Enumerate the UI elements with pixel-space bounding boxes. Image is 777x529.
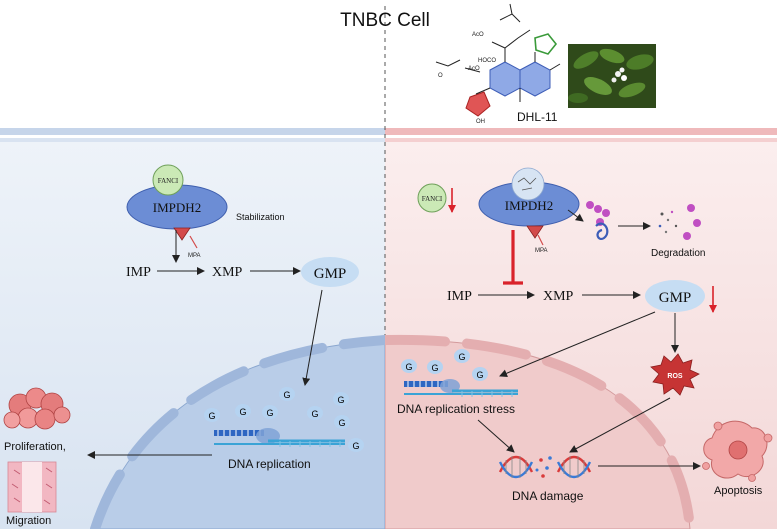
cell-membrane-left: [0, 128, 385, 142]
svg-text:OH: OH: [476, 119, 485, 125]
diagram-title: TNBC Cell: [340, 10, 430, 31]
plant-photo: [568, 44, 656, 108]
svg-text:AcO: AcO: [472, 32, 484, 38]
g-nucleotides-left: G G G G G G G G: [204, 387, 364, 452]
migration-assay-image: [7, 461, 57, 513]
dhl11-structure: [435, 3, 561, 117]
gmp-node-right: [645, 280, 705, 312]
mpa-label-right: MPA: [535, 248, 548, 254]
arrow-gmp-to-replication-stress: [499, 311, 656, 378]
mpa-pointer-right: [537, 234, 544, 246]
svg-text:G: G: [405, 362, 412, 372]
degradation-label: Degradation: [651, 248, 705, 259]
migration-label: Migration: [6, 515, 51, 527]
mpa-binder-left: [173, 227, 191, 241]
gmp-label-left: GMP: [314, 266, 347, 282]
g-nucleotide: G: [472, 367, 488, 381]
g-nucleotide: G: [401, 359, 417, 373]
dna-replication-label: DNA replication: [228, 457, 311, 471]
svg-text:G: G: [476, 370, 483, 380]
xmp-label-right: XMP: [543, 289, 574, 304]
fanci-label-left: FANCI: [158, 177, 179, 185]
dhl11-bound-molecule: [517, 177, 537, 191]
svg-text:G: G: [337, 395, 344, 405]
g-nucleotide: G: [454, 349, 470, 363]
dna-damage-label: DNA damage: [512, 489, 584, 503]
svg-text:G: G: [338, 418, 345, 428]
apoptosis-label: Apoptosis: [714, 485, 763, 497]
impdh2-label-left: IMPDH2: [153, 200, 201, 215]
g-nucleotide: G: [334, 415, 350, 429]
dna-replication-stress-label: DNA replication stress: [397, 402, 515, 416]
arrow-to-fragments: [567, 209, 584, 222]
mpa-label-left: MPA: [188, 253, 201, 259]
g-nucleotide: G: [279, 387, 295, 401]
nucleus-right: [385, 334, 695, 529]
svg-text:O: O: [438, 73, 443, 79]
ros-burst-icon: [650, 353, 700, 396]
dna-damage-helix: [498, 455, 592, 479]
mpa-binder-right: [526, 225, 544, 239]
arrow-gmp-to-nucleus-left: [302, 289, 323, 386]
imp-label-right: IMP: [447, 289, 472, 304]
fanci-protein-left: [152, 164, 184, 196]
g-nucleotide: G: [348, 438, 364, 452]
svg-text:G: G: [431, 363, 438, 373]
g-nucleotide: G: [333, 392, 349, 406]
arrow-stress-to-damage: [477, 419, 515, 453]
g-nucleotide: G: [307, 406, 323, 420]
dna-replication-fork-right: [404, 379, 518, 397]
fanci-label-right: FANCI: [422, 195, 443, 203]
g-nucleotides-right: G G G G: [401, 349, 488, 381]
degraded-particles: [658, 204, 701, 240]
g-nucleotide: G: [235, 404, 251, 418]
g-nucleotide: G: [262, 405, 278, 419]
xmp-label-left: XMP: [212, 265, 243, 280]
svg-text:HOCO: HOCO: [478, 58, 496, 64]
svg-text:AcO: AcO: [468, 66, 480, 72]
proliferation-label: Proliferation,: [4, 441, 66, 453]
stabilization-label: Stabilization: [236, 212, 285, 222]
gmp-label-right: GMP: [659, 290, 692, 306]
proliferation-cell-cluster: [3, 387, 71, 430]
svg-text:G: G: [266, 408, 273, 418]
g-nucleotide: G: [427, 360, 443, 374]
gmp-node-left: [301, 257, 359, 287]
compound-label: DHL-11: [517, 110, 558, 124]
g-nucleotide: G: [204, 408, 220, 422]
imp-label-left: IMP: [126, 265, 151, 280]
cell-membrane-right: [385, 128, 777, 142]
svg-text:G: G: [239, 407, 246, 417]
structure-annotations: AcO HOCO AcO OH O: [438, 32, 496, 125]
mpa-pointer-left: [189, 235, 198, 249]
svg-text:G: G: [283, 390, 290, 400]
ros-label: ROS: [667, 373, 683, 380]
svg-text:G: G: [208, 411, 215, 421]
apoptotic-cell-icon: [702, 420, 773, 482]
svg-text:G: G: [352, 441, 359, 451]
arrow-ros-to-damage: [569, 397, 671, 453]
impdh2-label-right: IMPDH2: [505, 198, 553, 213]
svg-text:G: G: [311, 409, 318, 419]
impdh2-fragments: [586, 201, 610, 240]
dna-replication-fork-left: [214, 428, 345, 447]
dhl11-binding-site: [511, 167, 545, 201]
svg-text:G: G: [458, 352, 465, 362]
fanci-protein-right: [417, 183, 447, 213]
